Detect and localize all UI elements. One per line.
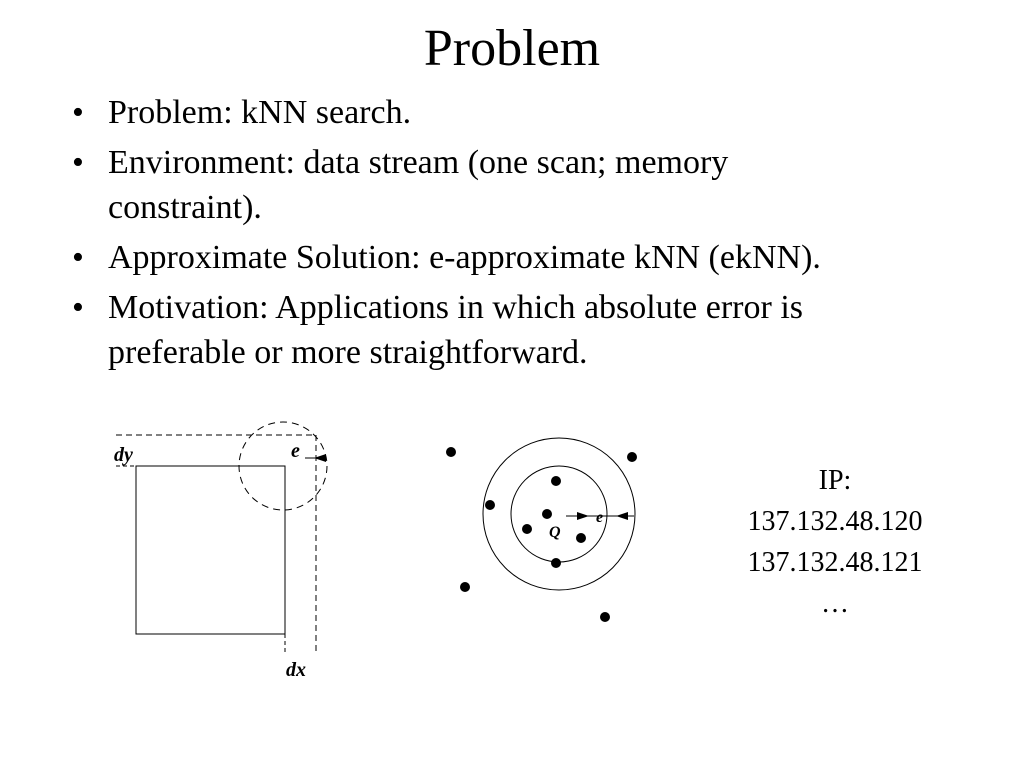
e-arrow-head-right — [616, 512, 628, 520]
bullet-text: Environment: data stream (one scan; memo… — [108, 144, 729, 181]
box-margin-diagram — [116, 421, 328, 655]
data-point — [551, 476, 561, 486]
e-gap-label: e — [596, 509, 603, 526]
data-point — [551, 558, 561, 568]
bullet-text: Approximate Solution: e-approximate kNN … — [108, 239, 821, 276]
data-point — [446, 447, 456, 457]
e-circle-dashed — [238, 421, 328, 511]
data-point — [627, 452, 637, 462]
data-point — [542, 509, 552, 519]
data-point — [522, 524, 532, 534]
bullet-item: • Environment: data stream (one scan; me… — [72, 140, 972, 230]
data-point — [576, 533, 586, 543]
dx-label: dx — [286, 659, 306, 681]
ip-address: 137.132.48.120 — [747, 506, 923, 537]
bullet-icon: • — [72, 144, 84, 181]
knn-circle-diagram — [446, 437, 637, 622]
slide-title: Problem — [423, 20, 601, 77]
ip-info: IP: 137.132.48.120 137.132.48.121 … — [715, 460, 955, 624]
dy-label: dy — [114, 444, 133, 466]
e-label: e — [291, 440, 300, 462]
bullet-icon: • — [72, 239, 84, 276]
q-label: Q — [549, 524, 561, 541]
bullet-icon: • — [72, 289, 84, 326]
outer-circle — [482, 437, 636, 591]
ip-label: IP: — [818, 465, 852, 496]
e-arrow-head — [314, 454, 326, 462]
data-point — [600, 612, 610, 622]
ip-address: 137.132.48.121 — [747, 547, 923, 578]
bullet-text-continuation: constraint). — [108, 189, 262, 226]
bullet-text: Motivation: Applications in which absolu… — [108, 289, 804, 326]
bullet-text: Problem: kNN search. — [108, 94, 412, 131]
bullet-text-continuation: preferable or more straightforward. — [108, 334, 588, 371]
bullet-item: • Approximate Solution: e-approximate kN… — [72, 235, 972, 280]
inner-box — [135, 465, 286, 635]
e-arrow-head-left — [577, 512, 589, 520]
bullet-icon: • — [72, 94, 84, 131]
data-point — [460, 582, 470, 592]
data-point — [485, 500, 495, 510]
ellipsis: … — [821, 588, 849, 619]
bullet-item: • Motivation: Applications in which abso… — [72, 285, 972, 375]
bullet-list: • Problem: kNN search. • Environment: da… — [72, 90, 972, 380]
bullet-item: • Problem: kNN search. — [72, 90, 972, 135]
